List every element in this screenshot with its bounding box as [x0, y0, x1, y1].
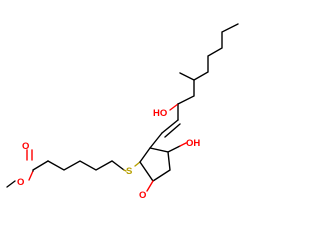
bond-carbonyl-c-chain [32, 160, 49, 171]
chain-bonds [47, 160, 125, 171]
bond-o-carbonyl-c [28, 170, 34, 181]
ring-oh-bond-red [179, 142, 187, 147]
chain-oh-bond [169, 103, 179, 111]
bond-chain-sulfur [123, 169, 127, 172]
ring-ketone-bond [146, 180, 154, 192]
cyclopentanone-ring [139, 142, 187, 192]
bond-ring-vinyl [149, 132, 163, 149]
sulfur-label: S [126, 166, 132, 177]
ring-ketone-oxygen-label: O [139, 190, 146, 201]
chain-to-methyl [177, 79, 195, 105]
methyl-branch [179, 72, 195, 81]
double-bond-b [164, 123, 181, 138]
omega-side-chain [149, 23, 239, 149]
hexanoate-chain [47, 160, 141, 172]
bond-sulfur-ring [134, 161, 141, 167]
ester-methoxy-oxygen-label: O [17, 177, 24, 188]
ester-carbonyl-oxygen-label: O [22, 141, 29, 152]
bond-methyl-o [6, 180, 16, 188]
ring-bonds [139, 147, 171, 182]
molecule-structure: O O S O OH HO [6, 23, 239, 201]
methyl-ester-group [6, 149, 49, 188]
ring-oh-bond [167, 145, 181, 153]
butyl-tail [193, 23, 239, 81]
double-bond-a [161, 119, 179, 134]
chain-hydroxyl-label: HO [153, 108, 167, 119]
ring-hydroxyl-label: OH [186, 138, 200, 149]
